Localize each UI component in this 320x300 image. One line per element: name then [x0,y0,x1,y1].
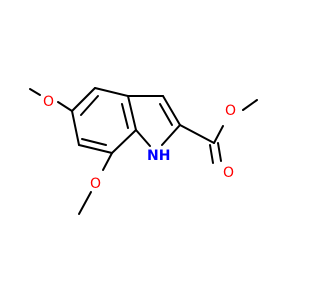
atom-o5: O [43,94,54,110]
bond-c5-c4 [71,87,96,112]
bond-o-ester-methyl [242,99,258,111]
bond-c3a-c7a-inner [121,103,129,129]
bond-c5-c4-inner [80,95,99,116]
bond-o7-methyl [78,191,92,215]
bond-methyl-o5 [29,88,41,96]
bond-c2-n1 [161,124,181,146]
bond-c7-c6 [78,144,113,154]
atom-n1-h-symbol: N [147,148,159,164]
bond-carbonyl-c-o-ester [213,125,224,144]
atom-n1-h: NH [147,148,170,164]
atom-o7: O [90,176,101,192]
bond-c7-c6-inner [81,138,107,146]
bonds [29,87,258,215]
bond-c4-c3a [94,87,129,97]
atom-o-ester: O [225,103,236,119]
bond-c7a-c7 [111,129,137,154]
atom-n1-h-label: H [159,148,171,164]
bond-o5-c5 [57,101,73,112]
bond-c3-c2-inner [159,103,173,126]
atom-o-carbonyl: O [223,165,234,181]
bond-c6-c5 [71,110,80,146]
bond-carbonyl-double-b [217,142,222,162]
molecule-structure: O O O O NH [29,87,258,215]
molecule-canvas: O O O O NH [29,87,258,215]
bond-c7-o7 [102,152,113,171]
atom-labels: O O O O NH [43,94,236,192]
bond-n1-c7a [135,129,151,147]
bond-c2-carbonyl-c [179,124,215,144]
bond-c3a-c7a [127,95,137,131]
bond-c3-c2 [162,95,181,126]
bond-carbonyl-double-a [209,144,214,164]
